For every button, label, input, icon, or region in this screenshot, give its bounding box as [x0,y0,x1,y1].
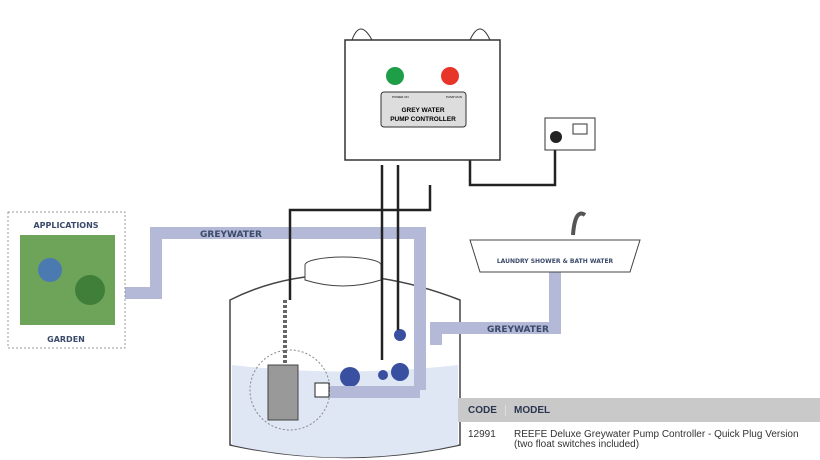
power-on-light [386,67,404,85]
table-row: 12991 REEFE Deluxe Greywater Pump Contro… [458,422,820,450]
header-model: MODEL [514,404,551,416]
pipe-label-sink: GREYWATER [487,325,549,335]
pump [267,364,299,421]
garden-label: GARDEN [47,335,85,344]
sink-label: LAUNDRY SHOWER & BATH WATER [497,258,614,265]
applications-garden: APPLICATIONS GARDEN [7,211,126,349]
pump-controller: POWER ON PUMP RUN GREY WATER PUMP CONTRO… [344,28,501,161]
header-code: CODE [458,404,506,416]
sink: LAUNDRY SHOWER & BATH WATER [469,211,641,273]
cell-code: 12991 [468,429,496,440]
pipe-label-top: GREYWATER [200,230,262,240]
water-tank [229,256,461,459]
controller-title-2: PUMP CONTROLLER [390,116,456,123]
product-table: CODE MODEL 12991 REEFE Deluxe Greywater P… [458,398,820,450]
power-outlet [544,117,596,151]
greywater-pipe [118,227,561,398]
cell-model-line2: (two float switches included) [514,439,640,450]
pump-run-light [441,67,459,85]
controller-title-1: GREY WATER [401,107,444,114]
applications-label: APPLICATIONS [33,221,98,230]
cell-model-line1: REEFE Deluxe Greywater Pump Controller -… [514,429,799,440]
pump-run-label: PUMP RUN [446,95,462,99]
power-on-label: POWER ON [392,95,409,99]
